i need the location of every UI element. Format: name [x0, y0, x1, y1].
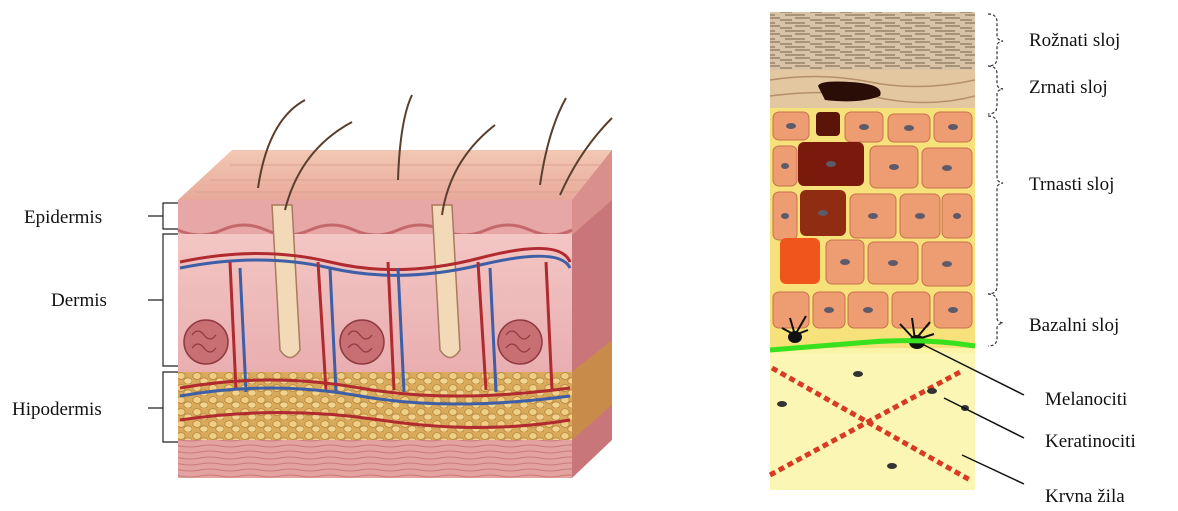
stratum-corneum-layer: [770, 12, 975, 70]
muscle-layer: [178, 440, 572, 478]
basale-bracket: [988, 294, 1003, 346]
dermis-label: Dermis: [51, 290, 107, 311]
hypodermis-label: Hipodermis: [12, 399, 102, 420]
melanocyte-body: [788, 331, 802, 343]
stratum-granulosum-label: Zrnati sloj: [1029, 77, 1108, 98]
granulosum-bracket: [988, 66, 1003, 114]
dermis-bracket: [148, 234, 178, 366]
melanocytes-label: Melanociti: [1045, 389, 1127, 410]
spinosum-bracket: [988, 116, 1003, 294]
epidermis-bracket: [148, 203, 178, 229]
epidermis-cross-section: [770, 12, 975, 490]
epidermis-layer: [178, 200, 572, 234]
left-brackets: [148, 203, 178, 442]
dark-keratinocyte: [780, 238, 820, 284]
corneum-bracket: [988, 14, 1003, 66]
keratinocytes-label: Keratinociti: [1045, 431, 1136, 452]
blood-vessel-label: Krvna žila: [1045, 486, 1125, 507]
stratum-corneum-label: Rožnati sloj: [1029, 30, 1120, 51]
hypodermis-bracket: [148, 372, 178, 442]
stratum-basale-label: Bazalni sloj: [1029, 315, 1119, 336]
right-brackets: [988, 14, 1003, 346]
epidermis-label: Epidermis: [24, 207, 102, 228]
skin-block-illustration: [178, 95, 612, 478]
dark-keratinocyte: [816, 112, 840, 136]
stratum-spinosum-label: Trnasti sloj: [1029, 174, 1114, 195]
